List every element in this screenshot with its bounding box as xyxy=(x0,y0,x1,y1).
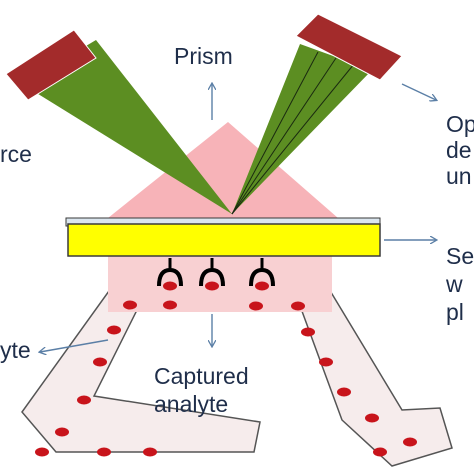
analyte-dot xyxy=(107,325,121,335)
analyte-dot xyxy=(77,395,91,405)
analyte-dot xyxy=(35,447,49,457)
analyte-group xyxy=(35,300,417,457)
detector-arrow xyxy=(401,83,436,100)
analyte-dot xyxy=(123,300,137,310)
analyte-dot xyxy=(249,301,263,311)
analyte-dot xyxy=(163,300,177,310)
analyte-dot xyxy=(97,447,111,457)
captured-analyte-dot xyxy=(205,281,219,291)
analyte-dot xyxy=(55,427,69,437)
sensor-label-line3: pl xyxy=(446,299,464,325)
receptor-group xyxy=(157,258,275,291)
detector-label-line1: Op xyxy=(446,111,474,137)
analyte-label: yte xyxy=(0,337,31,363)
captured-label-line2: analyte xyxy=(154,391,228,417)
analyte-dot xyxy=(301,327,315,337)
sensor-chip xyxy=(67,223,381,257)
prism-label: Prism xyxy=(174,43,233,69)
incident-light-beam xyxy=(22,40,232,214)
captured-analyte-dot xyxy=(255,281,269,291)
annotation-arrows xyxy=(40,84,436,352)
analyte-dot xyxy=(365,413,379,423)
analyte-dot xyxy=(403,437,417,447)
analyte-dot xyxy=(291,301,305,311)
receptor-icon xyxy=(157,258,183,287)
reflected-beam-lines xyxy=(231,51,355,215)
captured-analyte-dot xyxy=(163,281,177,291)
right-flow-channel xyxy=(290,283,453,467)
detector-label-line2: de xyxy=(446,137,472,163)
detector-label-line3: un xyxy=(446,163,472,189)
light-source-block xyxy=(5,29,97,101)
analyte-dot xyxy=(93,357,107,367)
analyte-dot xyxy=(373,447,387,457)
analyte-dot xyxy=(337,387,351,397)
receptor-icon xyxy=(249,258,275,287)
analyte-arrow xyxy=(40,339,109,352)
sensor-label-line2: w xyxy=(445,271,463,297)
receptor-icon xyxy=(199,258,225,287)
optical-detector-block xyxy=(295,13,403,81)
captured-label-line1: Captured xyxy=(154,363,249,389)
light-source-label: rce xyxy=(0,141,32,167)
analyte-dot xyxy=(319,357,333,367)
sensor-label-line1: Se xyxy=(446,243,474,269)
analyte-dot xyxy=(143,447,157,457)
